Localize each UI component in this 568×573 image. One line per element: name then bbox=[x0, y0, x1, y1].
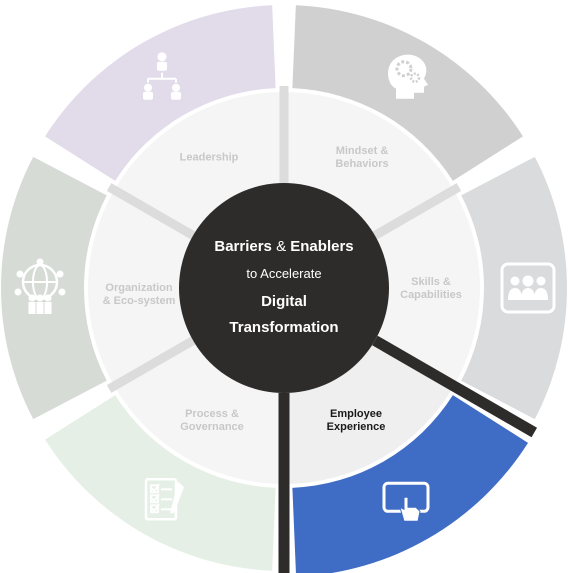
ring-dividers bbox=[106, 86, 538, 573]
label-line1: Skills & bbox=[411, 276, 451, 288]
center-word-barriers: Barriers bbox=[214, 238, 272, 255]
checklist-icon bbox=[144, 478, 184, 521]
head-gears-icon bbox=[388, 54, 428, 99]
label-skills: Skills & Capabilities bbox=[400, 276, 462, 302]
inner-sector-employee bbox=[284, 340, 454, 484]
center-hub bbox=[179, 183, 389, 393]
label-line2: Experience bbox=[326, 421, 386, 433]
label-line1: Leadership bbox=[179, 151, 239, 164]
label-process: Process & Governance bbox=[180, 408, 244, 434]
center-word-enablers: Enablers bbox=[290, 238, 354, 255]
label-line1: Process & bbox=[185, 408, 239, 420]
divider-300 bbox=[106, 183, 196, 240]
label-line2: Governance bbox=[180, 421, 244, 433]
team-icon bbox=[500, 262, 556, 314]
outer-segment-skills bbox=[461, 156, 568, 420]
center-line3: Digital bbox=[261, 293, 307, 310]
label-line2: Capabilities bbox=[400, 289, 462, 301]
label-line1: Mindset & bbox=[335, 145, 389, 157]
center-ampersand: & bbox=[276, 238, 287, 255]
divider-240 bbox=[106, 336, 196, 393]
center-line4: Transformation bbox=[229, 319, 339, 336]
segment-icons bbox=[14, 52, 556, 522]
globe-network-icon bbox=[14, 258, 66, 314]
label-line2: & Eco-system bbox=[102, 295, 176, 307]
label-employee-experience: Employee Experience bbox=[327, 408, 386, 434]
label-organization: Organization & Eco-system bbox=[103, 282, 176, 308]
label-line2: Behaviors bbox=[335, 158, 389, 170]
outer-segment-leadership bbox=[45, 5, 276, 181]
touch-tablet-icon bbox=[382, 481, 430, 522]
org-chart-icon bbox=[143, 52, 181, 100]
divider-60 bbox=[372, 183, 462, 240]
center-line1: Barriers & Enablers bbox=[189, 235, 379, 259]
label-mindset: Mindset & Behaviors bbox=[335, 145, 388, 171]
label-line1: Organization bbox=[105, 282, 173, 294]
label-leadership: Leadership bbox=[180, 152, 239, 165]
outer-segment-process bbox=[45, 395, 276, 571]
center-line2: to Accelerate bbox=[246, 266, 322, 281]
outer-segment-organization bbox=[0, 156, 107, 420]
divider-120 bbox=[372, 335, 538, 438]
center-title: Barriers & Enablers to Accelerate Digita… bbox=[189, 235, 379, 341]
label-line1: Employee bbox=[330, 408, 382, 420]
